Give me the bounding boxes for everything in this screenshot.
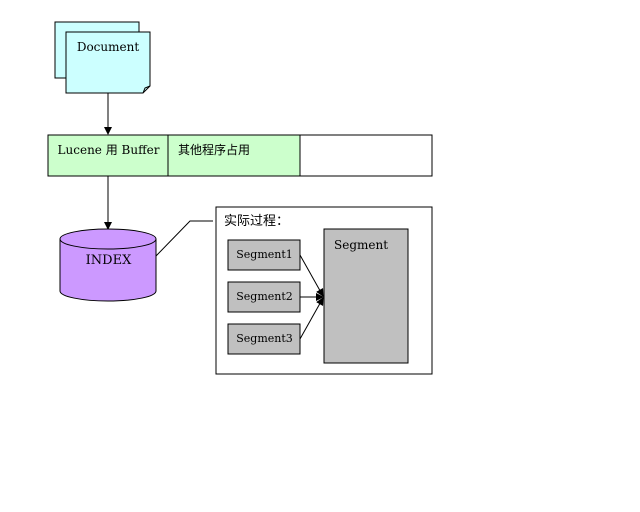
lucene-buffer-label: Lucene 用 Buffer xyxy=(57,143,160,157)
merged-segment-box xyxy=(323,228,409,364)
merged-segment-label: Segment xyxy=(334,238,389,252)
segment2-box xyxy=(227,281,301,313)
buffer-bar xyxy=(47,134,433,177)
segment1-box xyxy=(227,239,301,271)
merge-arrow-1 xyxy=(299,254,324,297)
actual-process-title: 实际过程： xyxy=(224,214,290,229)
callout-line xyxy=(155,220,213,257)
segment3-label: Segment3 xyxy=(236,332,293,345)
segment2-label: Segment2 xyxy=(236,290,293,303)
merge-arrow-3 xyxy=(299,297,324,340)
segment1-label: Segment1 xyxy=(236,248,293,261)
other-programs-label: 其他程序占用 xyxy=(178,143,251,157)
document-shape xyxy=(54,21,151,94)
index-cylinder xyxy=(59,228,157,302)
document-label: Document xyxy=(76,40,140,54)
segment3-box xyxy=(227,323,301,355)
index-label: INDEX xyxy=(85,253,132,268)
